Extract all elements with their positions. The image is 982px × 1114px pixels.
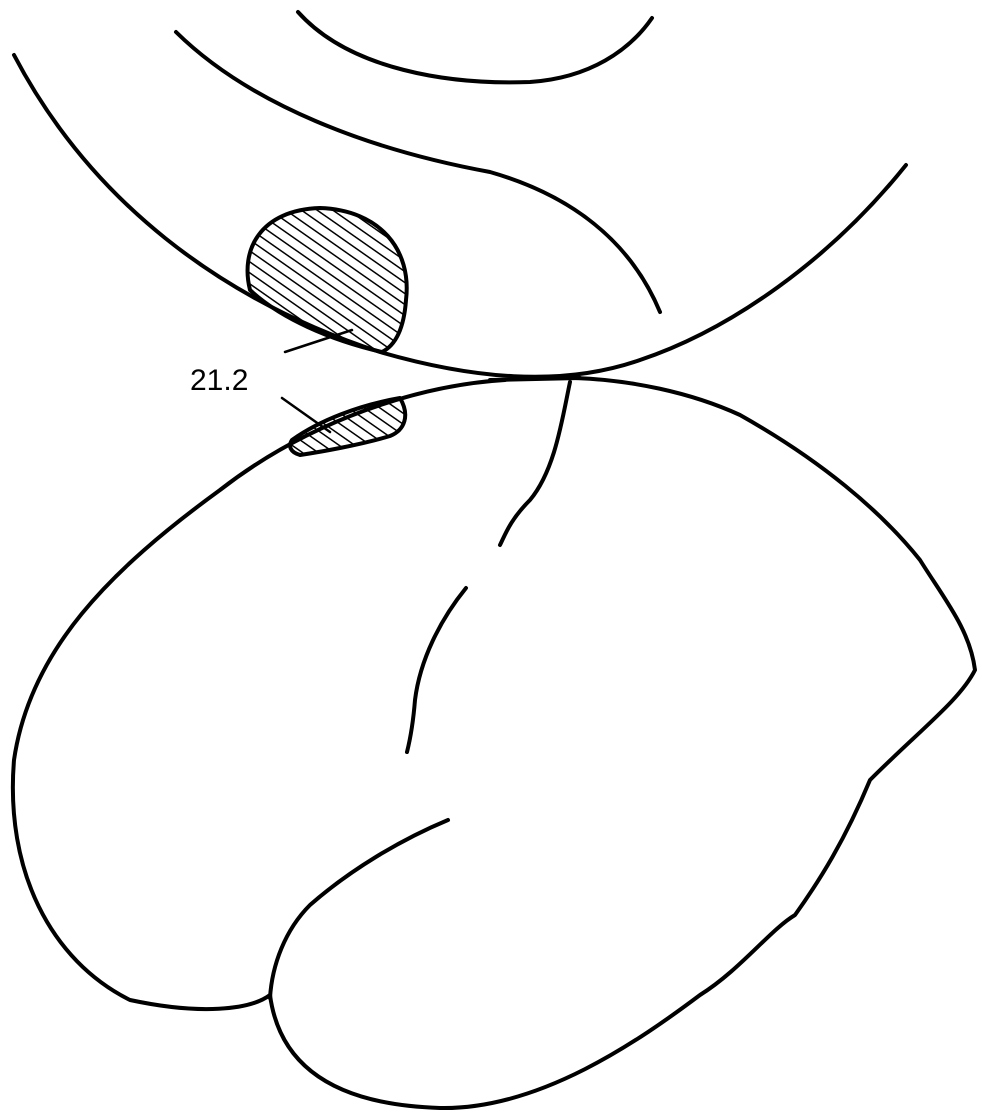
lower-main-outline (13, 378, 975, 1108)
upper-inner-arc (298, 12, 652, 82)
junction-line (490, 378, 580, 380)
leader-line-lower (282, 398, 330, 432)
lower-middle-sulcus (407, 588, 466, 752)
upper-outer-contour (14, 55, 906, 377)
region-label: 21.2 (190, 364, 248, 397)
upper-hatched-region (248, 208, 407, 352)
lower-hatched-region (290, 398, 405, 455)
lower-lobe-division (270, 820, 448, 998)
lower-upper-sulcus (500, 382, 570, 545)
